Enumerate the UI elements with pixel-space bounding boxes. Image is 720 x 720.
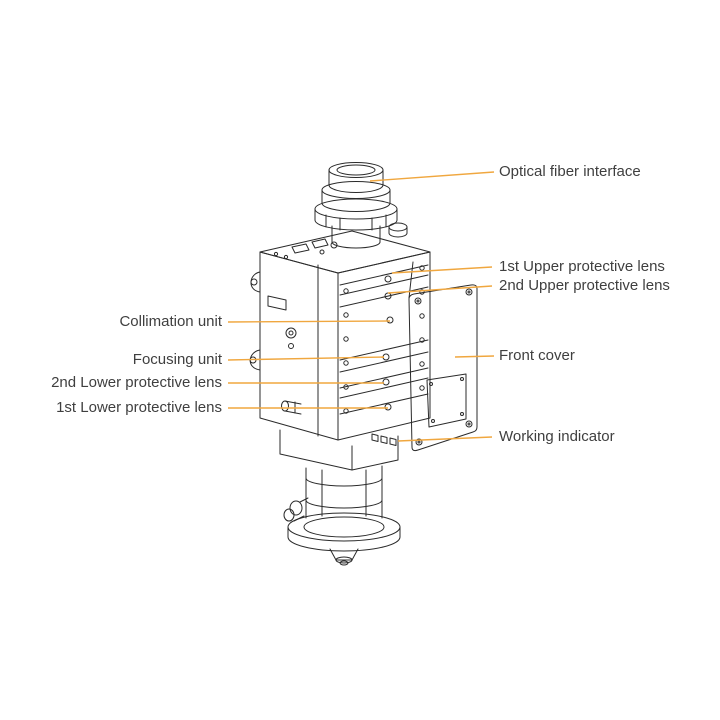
- leader-optical-fiber-interface: [369, 171, 495, 182]
- label-front-cover: Front cover: [499, 347, 575, 364]
- leader-upper-protective-lens-2: [387, 285, 493, 294]
- label-optical-fiber-interface: Optical fiber interface: [499, 163, 641, 180]
- fiber-interface-assembly: [314, 162, 408, 249]
- label-collimation-unit: Collimation unit: [119, 313, 222, 330]
- laser-head-lineart: [249, 162, 478, 566]
- front-cover-plate: [408, 261, 478, 452]
- leader-upper-protective-lens-1: [391, 266, 493, 274]
- leader-collimation-unit: [227, 320, 391, 323]
- label-upper-protective-lens-2: 2nd Upper protective lens: [499, 277, 670, 294]
- main-body: [249, 230, 431, 446]
- label-lower-protective-lens-1: 1st Lower protective lens: [56, 399, 222, 416]
- leader-focusing-unit: [227, 356, 385, 361]
- label-working-indicator: Working indicator: [499, 428, 615, 445]
- leader-front-cover: [454, 355, 495, 358]
- bottom-assembly: [279, 429, 401, 566]
- label-focusing-unit: Focusing unit: [132, 351, 222, 368]
- leader-lines: [227, 171, 495, 442]
- leader-working-indicator: [397, 436, 493, 442]
- label-upper-protective-lens-1: 1st Upper protective lens: [499, 258, 665, 275]
- label-lower-protective-lens-2: 2nd Lower protective lens: [51, 374, 222, 391]
